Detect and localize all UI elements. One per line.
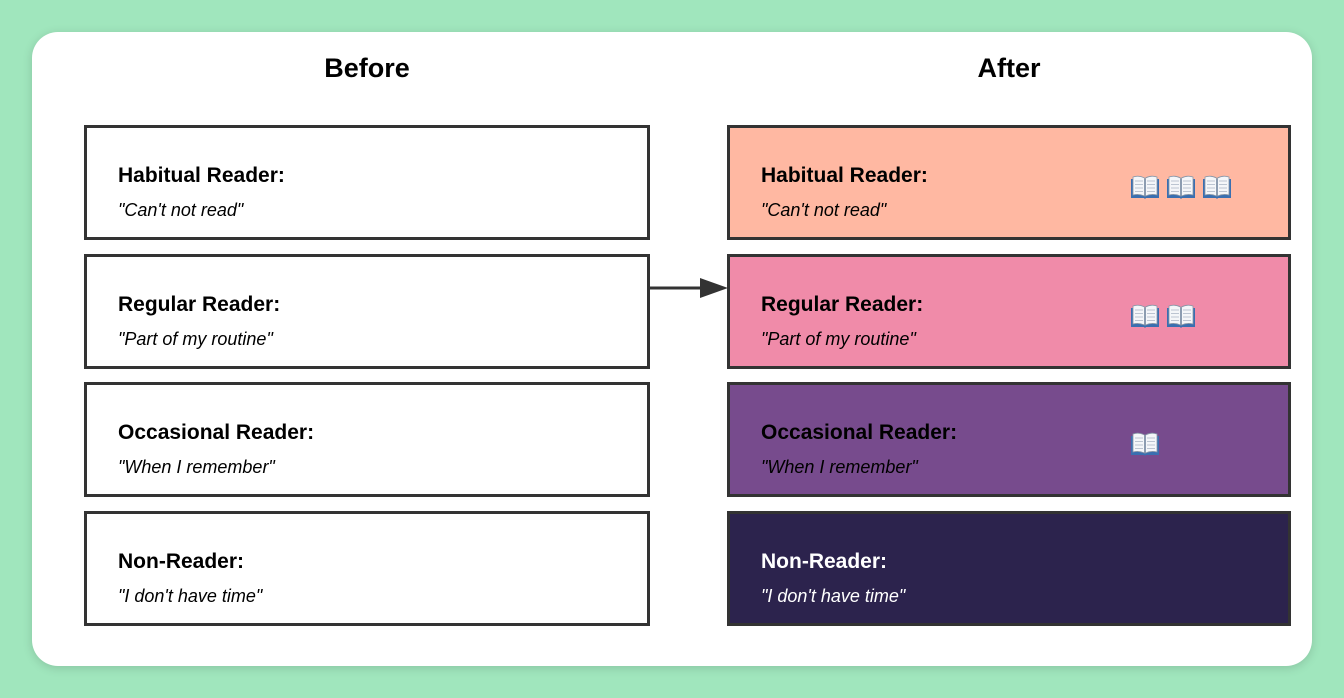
box-quote: "I don't have time" <box>761 586 906 606</box>
open-book-icon <box>1203 175 1231 199</box>
box-quote: "Can't not read" <box>118 200 244 220</box>
box-quote: "Part of my routine" <box>118 329 273 349</box>
box-label: Habitual Reader: <box>118 164 285 187</box>
after-box-non-reader: Non-Reader: "I don't have time" <box>727 511 1291 626</box>
before-column-title: Before <box>324 53 410 83</box>
box-quote: "When I remember" <box>118 457 275 477</box>
after-box-occasional-reader: Occasional Reader: "When I remember" <box>727 382 1291 497</box>
box-label: Non-Reader: <box>761 550 888 573</box>
box-label: Habitual Reader: <box>761 164 928 187</box>
book-icons <box>1130 303 1196 331</box>
box-quote: "I don't have time" <box>118 586 263 606</box>
box-label: Occasional Reader: <box>761 421 958 444</box>
arrow-right-icon <box>650 278 728 298</box>
book-icons <box>1130 431 1160 459</box>
open-book-icon <box>1131 304 1159 328</box>
box-label: Regular Reader: <box>761 293 924 316</box>
before-box-regular-reader: Regular Reader: "Part of my routine" <box>84 254 650 369</box>
box-label: Non-Reader: <box>118 550 245 573</box>
before-box-habitual-reader: Habitual Reader: "Can't not read" <box>84 125 650 240</box>
box-quote: "Can't not read" <box>761 200 887 220</box>
book-icons <box>1130 174 1232 202</box>
before-box-occasional-reader: Occasional Reader: "When I remember" <box>84 382 650 497</box>
open-book-icon <box>1167 175 1195 199</box>
box-quote: "Part of my routine" <box>761 329 916 349</box>
open-book-icon <box>1167 304 1195 328</box>
open-book-icon <box>1131 432 1159 456</box>
box-quote: "When I remember" <box>761 457 918 477</box>
before-box-non-reader: Non-Reader: "I don't have time" <box>84 511 650 626</box>
after-box-regular-reader: Regular Reader: "Part of my routine" <box>727 254 1291 369</box>
box-label: Regular Reader: <box>118 293 281 316</box>
after-column-title: After <box>977 53 1041 83</box>
box-label: Occasional Reader: <box>118 421 315 444</box>
open-book-icon <box>1131 175 1159 199</box>
after-box-habitual-reader: Habitual Reader: "Can't not read" <box>727 125 1291 240</box>
